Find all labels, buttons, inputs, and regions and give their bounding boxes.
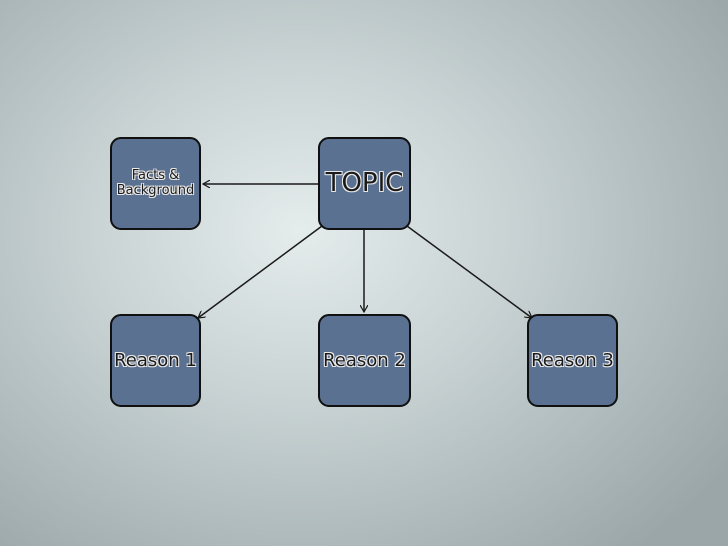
reason-2-label: Reason 2 [323, 349, 406, 371]
topic-box: TOPIC [318, 137, 411, 230]
facts-background-label: Facts & Background [116, 168, 195, 198]
facts-background-box: Facts & Background [110, 137, 201, 230]
arrow-topic-to-reason-1 [198, 225, 323, 318]
topic-label: TOPIC [325, 167, 404, 198]
reason-2-box: Reason 2 [318, 314, 411, 407]
reason-3-label: Reason 3 [531, 349, 614, 371]
reason-1-box: Reason 1 [110, 314, 201, 407]
reason-1-label: Reason 1 [114, 349, 197, 371]
arrow-topic-to-reason-3 [406, 225, 532, 318]
reason-3-box: Reason 3 [527, 314, 618, 407]
